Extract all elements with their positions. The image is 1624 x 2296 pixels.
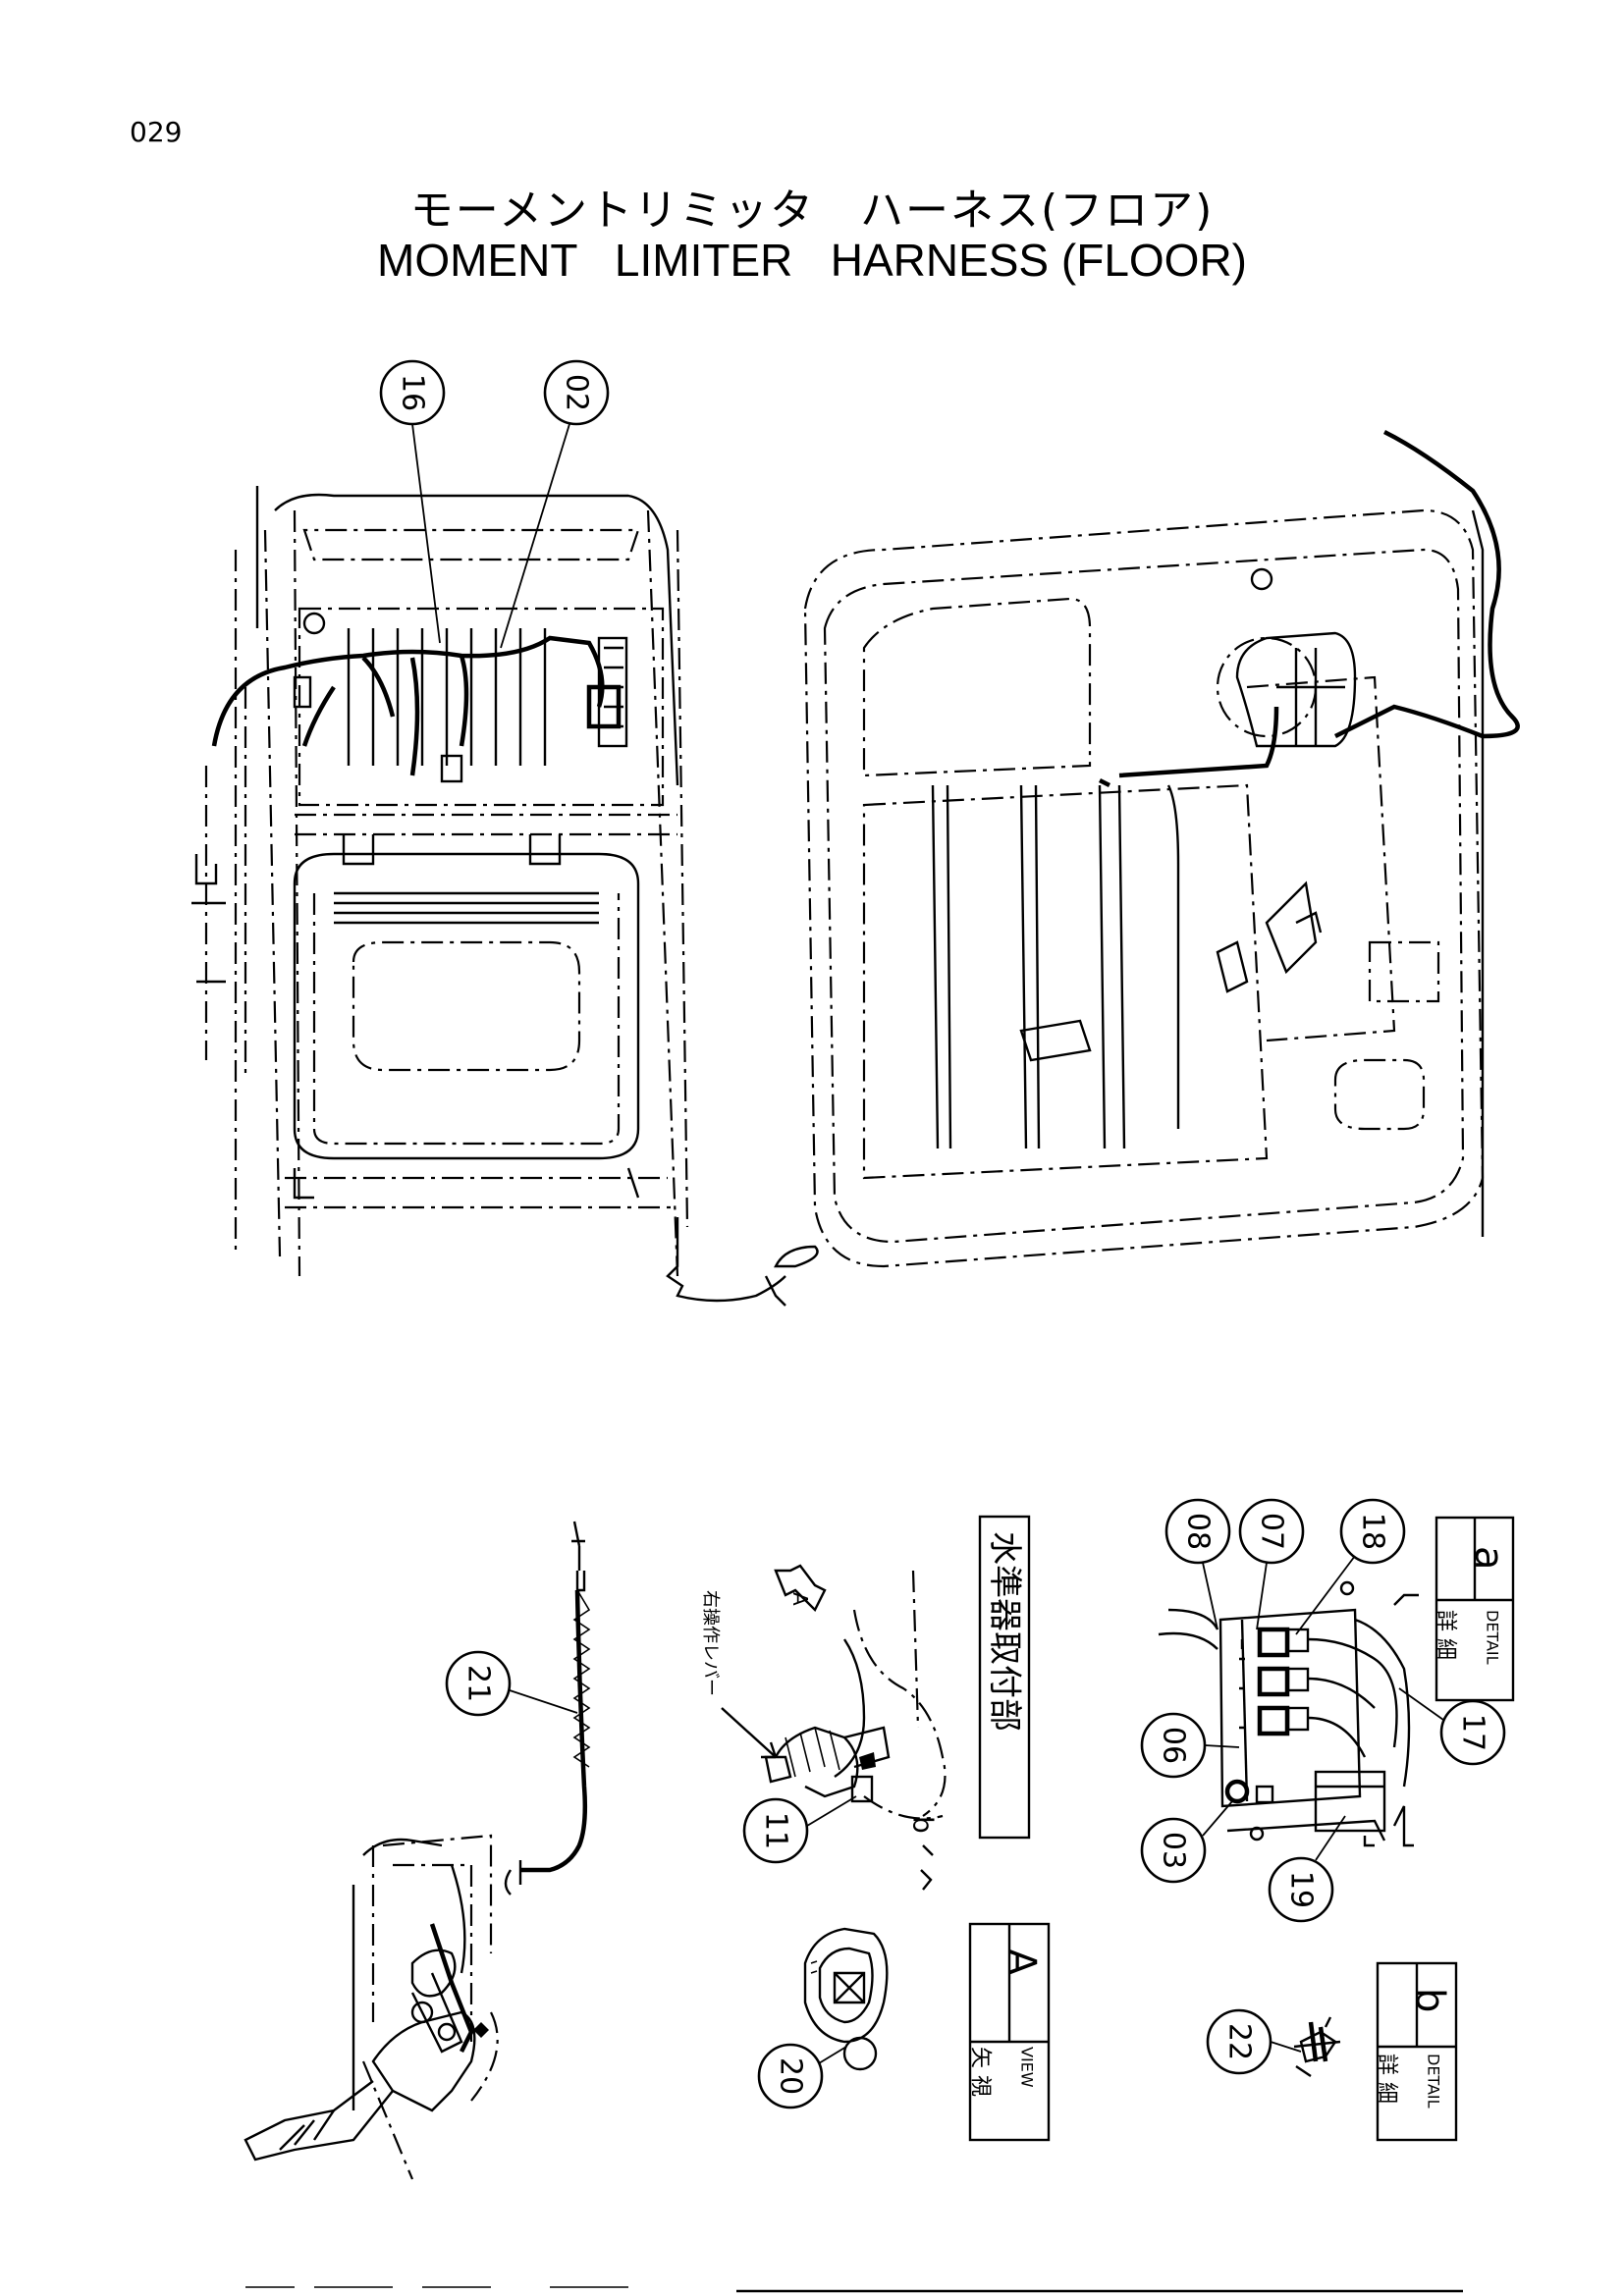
title-english: MOMENT LIMITER HARNESS (FLOOR) — [377, 235, 1247, 286]
view-arrow-letter: A — [788, 1592, 812, 1606]
cab-perspective-view — [803, 429, 1520, 1268]
callout-02: 02 — [543, 359, 610, 426]
footer-rules — [245, 2286, 1463, 2293]
page-number: 029 — [130, 116, 183, 148]
svg-text:08: 08 — [1181, 1513, 1216, 1550]
svg-text:11: 11 — [759, 1812, 793, 1849]
cab-floor-top-view — [191, 486, 819, 1307]
svg-text:03: 03 — [1157, 1832, 1191, 1869]
svg-text:a: a — [1466, 1546, 1511, 1571]
level-gauge-mount-view: 右操作レバー A 水準器取付部 b — [700, 1515, 1031, 1891]
callout-03: 03 — [1140, 1817, 1207, 1884]
svg-text:06: 06 — [1157, 1727, 1191, 1764]
svg-text:17: 17 — [1456, 1714, 1490, 1751]
svg-text:22: 22 — [1222, 2023, 1257, 2060]
svg-text:19: 19 — [1284, 1871, 1319, 1908]
callout-08: 08 — [1164, 1498, 1231, 1565]
callout-19: 19 — [1268, 1856, 1334, 1923]
svg-text:詳 細: 詳 細 — [1434, 1610, 1458, 1660]
svg-text:02: 02 — [560, 374, 594, 411]
detail-b-label: 詳 細 DETAIL b — [1375, 1961, 1458, 2142]
svg-text:20: 20 — [774, 2057, 808, 2095]
callout-17: 17 — [1439, 1699, 1506, 1766]
callout-06: 06 — [1140, 1712, 1207, 1779]
svg-text:VIEW: VIEW — [1018, 2047, 1037, 2088]
title-japanese: モーメントリミッタ ハーネス(フロア) — [409, 186, 1215, 236]
detail-a-relay-box — [1158, 1580, 1419, 1847]
callout-18: 18 — [1339, 1498, 1406, 1565]
detail-a-label: 詳 細 DETAIL a — [1434, 1516, 1515, 1702]
callout-20: 20 — [757, 2043, 824, 2109]
svg-text:21: 21 — [461, 1665, 496, 1702]
svg-text:詳 細: 詳 細 — [1375, 2054, 1399, 2104]
level-gauge-label: 水準器取付部 — [985, 1531, 1024, 1732]
svg-text:16: 16 — [396, 374, 430, 411]
lever-harness-view — [244, 1521, 591, 2180]
svg-text:DETAIL: DETAIL — [1484, 1610, 1502, 1665]
callout-22: 22 — [1206, 2008, 1272, 2075]
right-lever-label: 右操作レバー — [700, 1590, 721, 1696]
callout-16: 16 — [379, 359, 446, 426]
svg-text:07: 07 — [1255, 1513, 1289, 1550]
view-a-label: 矢 視 VIEW A — [968, 1922, 1051, 2142]
svg-text:DETAIL: DETAIL — [1425, 2054, 1443, 2109]
svg-text:矢 視: 矢 視 — [968, 2047, 993, 2097]
svg-text:b: b — [1407, 1988, 1452, 2012]
svg-text:A: A — [999, 1949, 1044, 1976]
detail-b-connector — [1293, 2016, 1341, 2077]
callout-21: 21 — [445, 1650, 512, 1717]
callout-11: 11 — [742, 1797, 809, 1864]
detail-b-marker: b — [907, 1816, 940, 1834]
svg-text:18: 18 — [1356, 1513, 1390, 1550]
level-gauge-label-box — [978, 1515, 1031, 1840]
callout-07: 07 — [1238, 1498, 1305, 1565]
view-a-gauge — [803, 1927, 889, 2071]
